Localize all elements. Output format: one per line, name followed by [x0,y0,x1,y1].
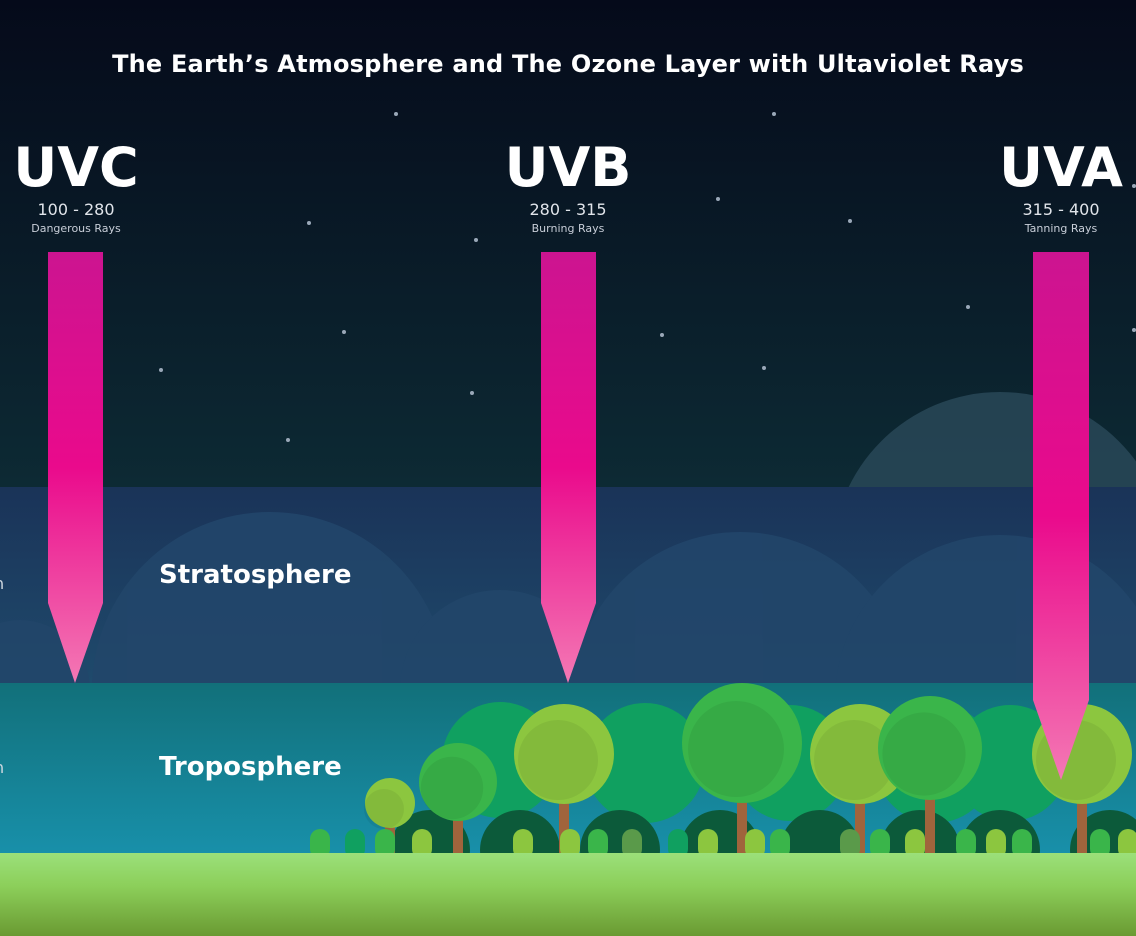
uvb-name: UVB [504,136,632,199]
shrub [310,829,330,859]
star [159,368,163,372]
tree-shade [420,756,484,820]
uva-name: UVA [999,136,1123,199]
shrub [588,829,608,859]
tree-trunk [1077,798,1087,853]
uvb-label: UVB 280 - 315 Burning Rays [468,138,668,238]
uvb-ray-arrow [541,252,596,683]
tree-canopy [514,704,614,804]
shrub [1090,829,1110,859]
uvc-desc: Dangerous Rays [31,222,121,235]
star [474,238,478,242]
tree-trunk [453,815,463,853]
shrub [560,829,580,859]
tree-canopy [878,696,982,800]
tree-shade [882,712,966,796]
star [1132,328,1136,332]
tree-canopy [585,703,705,823]
uva-ray-arrow [1033,252,1089,780]
shrub [1012,829,1032,859]
shrub [870,829,890,859]
shrub [840,829,860,859]
star [762,366,766,370]
shrub [956,829,976,859]
shrub [513,829,533,859]
star [342,330,346,334]
star [660,333,664,337]
page-title: The Earth’s Atmosphere and The Ozone Lay… [112,50,1024,78]
tree-shade [518,720,598,800]
shrub [412,829,432,859]
shrub [668,829,688,859]
stars [159,112,1136,442]
tree-trunk [559,798,569,853]
tree-canopy [365,778,415,828]
star [286,438,290,442]
tree-trunk [737,797,747,853]
shrub [622,829,642,859]
star [394,112,398,116]
tree-shade [814,720,894,800]
uva-range: 315 - 400 [1022,200,1100,219]
tree-trunk [925,794,935,853]
star [848,219,852,223]
star [307,221,311,225]
shrub [745,829,765,859]
uvc-ray-arrow [48,252,103,683]
uvc-name: UVC [13,136,139,199]
star [716,197,720,201]
troposphere-label: Troposphere [159,752,342,782]
tree-canopy [419,743,497,821]
star [966,305,970,309]
tree-trunk [855,798,865,853]
star [470,391,474,395]
grass [0,853,1136,936]
tree-canopy [682,683,802,803]
uvc-label: UVC 100 - 280 Dangerous Rays [0,138,176,238]
shrub [375,829,395,859]
shrub [1118,829,1136,859]
uva-label: UVA 315 - 400 Tanning Rays [961,138,1136,238]
uva-desc: Tanning Rays [1024,222,1098,235]
tree-shade [364,789,404,829]
shrub [986,829,1006,859]
tree-shade [688,701,784,797]
star [1132,184,1136,188]
uvb-range: 280 - 315 [529,200,607,219]
uvb-desc: Burning Rays [531,222,605,235]
stratosphere-label: Stratosphere [159,560,352,590]
uvc-range: 100 - 280 [37,200,115,219]
troposphere-edge-text: n [0,758,4,777]
star [772,112,776,116]
shrub [770,829,790,859]
shrub [698,829,718,859]
stratosphere-edge-text: n [0,574,4,593]
shrub [905,829,925,859]
shrub [345,829,365,859]
